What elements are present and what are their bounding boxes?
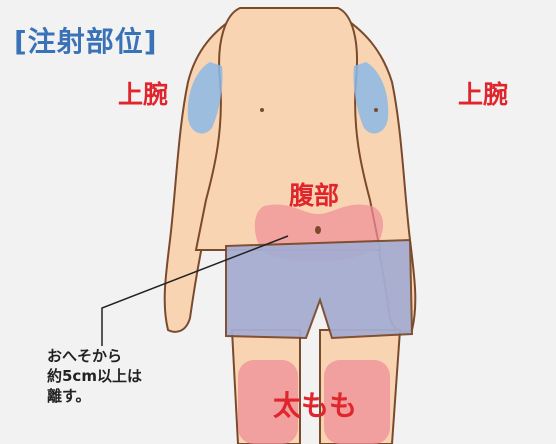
navel-distance-note: おへそから 約5cm以上は 離す。 bbox=[47, 346, 142, 406]
right-nipple bbox=[374, 108, 378, 112]
shorts bbox=[225, 238, 414, 340]
label-abdomen: 腹部 bbox=[289, 181, 340, 210]
upper-arm-zone-right bbox=[353, 62, 389, 134]
thigh-zone-right bbox=[324, 360, 390, 444]
upper-arm-zone-left bbox=[187, 62, 223, 134]
note-line-1: おへそから bbox=[47, 347, 123, 365]
navel-callout-line bbox=[101, 235, 289, 346]
thigh-zone-left bbox=[238, 360, 298, 444]
note-line-3: 離す。 bbox=[47, 387, 91, 405]
left-nipple bbox=[260, 108, 264, 112]
title: [注射部位] bbox=[14, 25, 158, 58]
label-thigh: 太もも bbox=[273, 389, 358, 422]
navel bbox=[315, 226, 321, 234]
note-line-2: 約5cm以上は bbox=[47, 367, 142, 385]
label-upper-arm-right: 上腕 bbox=[458, 80, 509, 109]
label-upper-arm-left: 上腕 bbox=[118, 80, 169, 109]
